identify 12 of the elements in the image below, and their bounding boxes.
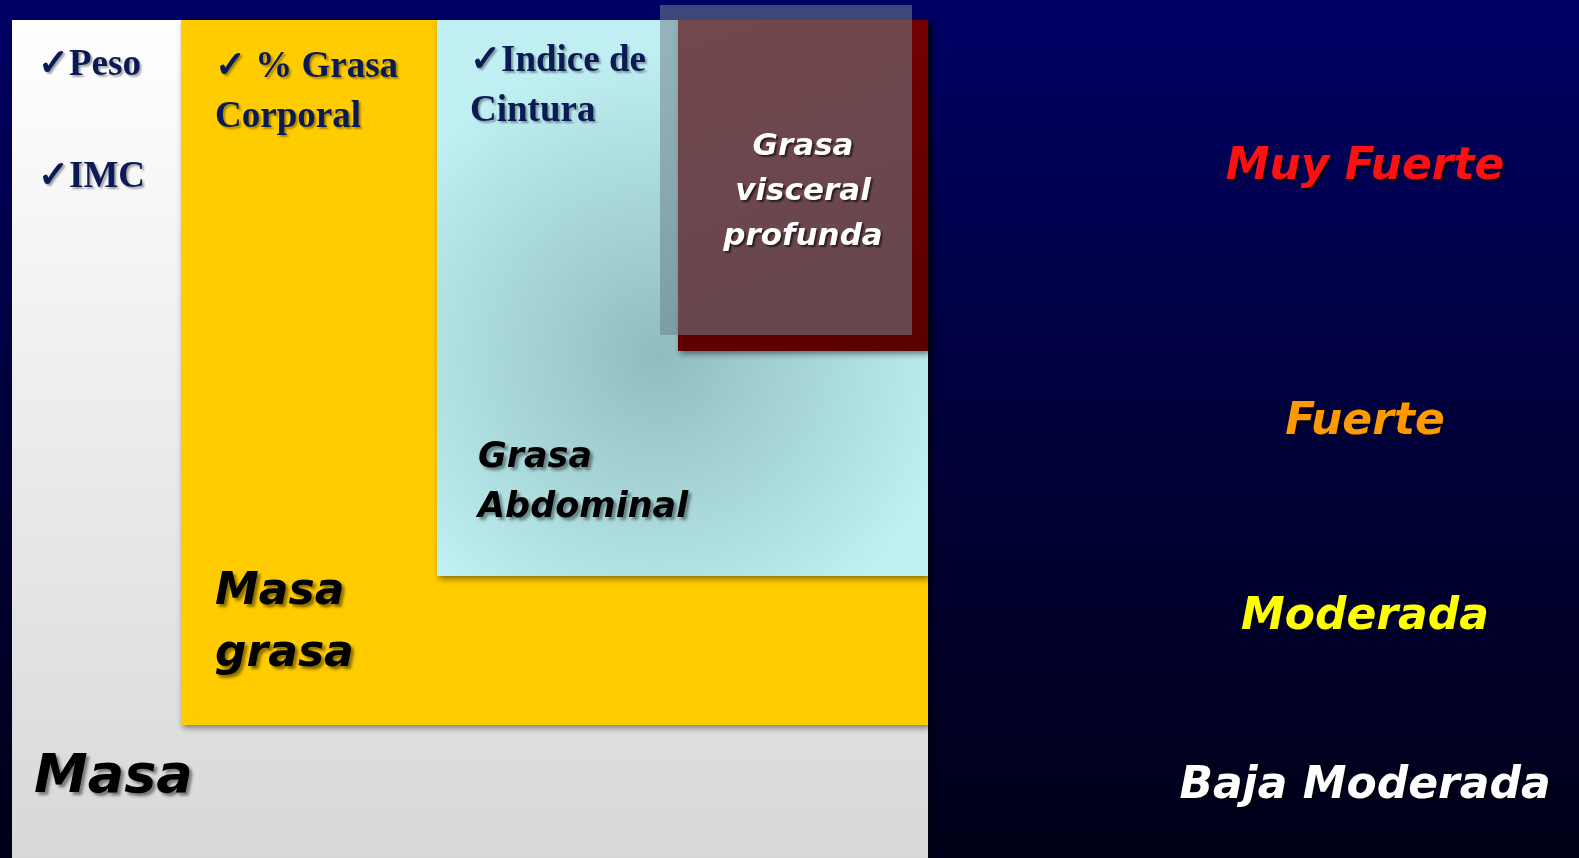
strength-label: Baja Moderada [1178,757,1552,808]
strength-label: Fuerte [1284,393,1446,444]
box-label: Masa [34,742,194,805]
box-label: Grasa Abdominal [478,434,690,527]
box-label: Grasa visceral profunda [722,125,884,254]
box-label: ✓Peso [38,41,142,85]
strength-label: Muy Fuerte [1224,138,1506,189]
strength-label: Moderada [1240,588,1490,639]
box-label: ✓IMC [38,153,147,197]
box-label: ✓ % Grasa Corporal [215,43,400,137]
box-label: Masa grasa [215,562,355,678]
box-label: ✓Indice de Cintura [470,37,647,131]
